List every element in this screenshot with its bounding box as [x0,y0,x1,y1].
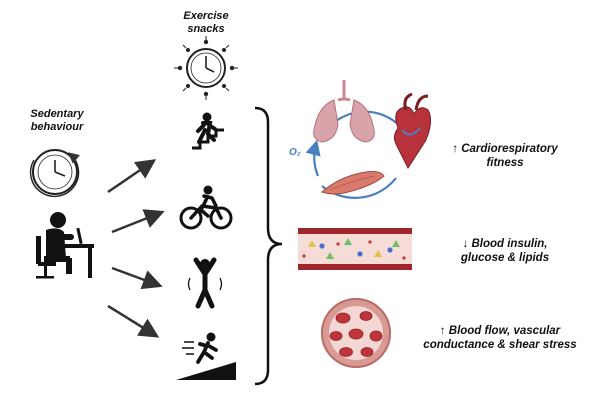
oxygen-label: O₂ [289,147,301,158]
cycling-icon [179,185,233,230]
sedentary-clock-icon [29,149,81,197]
outcome-line2: glucose & lipids [460,252,550,264]
blood-particles-icon [302,238,406,260]
grouping-brace [254,106,283,386]
outcome-cardiorespiratory: ↑ Cardiorespiratory fitness [420,142,590,170]
outcome-line2: conductance & shear stress [423,339,577,351]
sedentary-label-line2: behaviour [30,121,84,133]
incline-running-icon [176,332,236,380]
sedentary-behaviour-label: Sedentary behaviour [12,108,102,134]
muscle-icon [321,171,385,195]
outcome-line1: ↑ Cardiorespiratory [452,143,558,155]
red-blood-cells-icon [329,311,383,357]
heart-icon [393,92,432,170]
outcome-line2: fitness [486,157,524,169]
blood-vessel-illustration [298,228,412,270]
exercise-label-line2: snacks [187,23,225,35]
exercise-clock-icon [174,36,238,100]
exercise-snacks-label: Exercise snacks [170,10,242,36]
person-at-desk-icon [36,212,94,279]
sedentary-label-line1: Sedentary [30,108,84,120]
exercise-label-line1: Exercise [183,10,229,22]
jumping-jack-icon [187,257,223,309]
stair-climbing-icon [192,112,224,150]
outcome-blood-insulin: ↓ Blood insulin, glucose & lipids [420,237,590,265]
activity-arrows [107,159,165,338]
lungs-icon [313,80,375,143]
outcome-blood-flow: ↑ Blood flow, vascular conductance & she… [406,324,594,352]
cardiorespiratory-illustration [305,80,432,199]
outcome-line1: ↓ Blood insulin, [462,238,548,250]
outcome-line1: ↑ Blood flow, vascular [439,325,561,337]
vessel-cross-section-illustration [321,298,391,368]
